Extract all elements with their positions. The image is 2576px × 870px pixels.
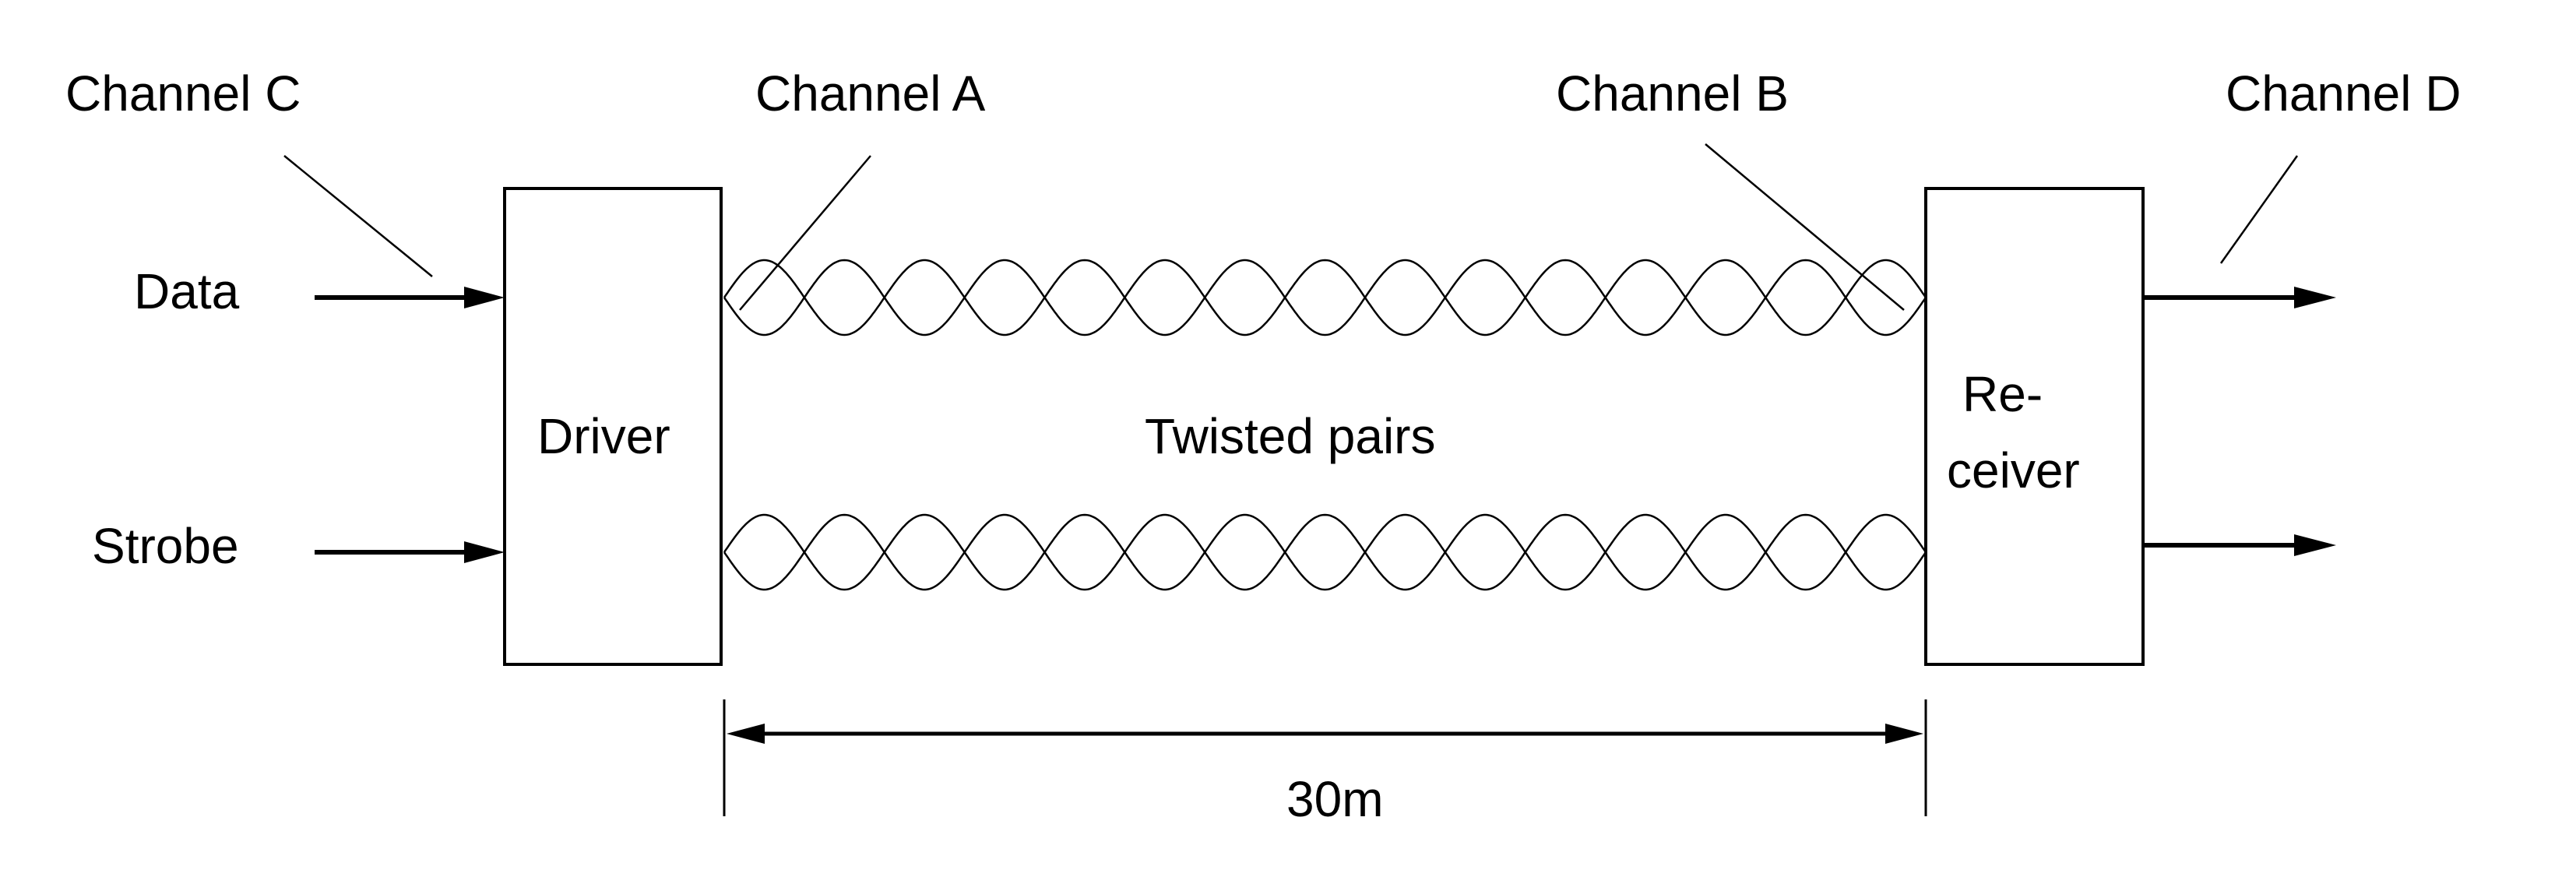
channel-a-pointer [739, 155, 871, 311]
channel-b-pointer [1705, 143, 1905, 311]
channel-d-pointer [2219, 155, 2299, 264]
twisted-pair-lower-strand-1 [723, 513, 1927, 591]
driver-label: Driver [537, 408, 670, 464]
twisted-pair-upper [723, 259, 1927, 336]
distance-label: 30m [1286, 771, 1384, 827]
data-output-arrowhead [2294, 287, 2336, 308]
receiver-label-line1: Re- [1962, 366, 2043, 422]
data-label: Data [134, 263, 240, 319]
twisted-pairs-label: Twisted pairs [1145, 408, 1435, 464]
channel-b-label: Channel B [1556, 65, 1789, 122]
twisted-pair-upper-strand-2 [723, 259, 1927, 336]
receiver-box [1924, 187, 2145, 666]
channel-a-label: Channel A [755, 65, 986, 122]
distance-left-arrowhead [727, 724, 765, 744]
data-input-arrowhead [464, 287, 505, 308]
strobe-label: Strobe [92, 518, 239, 574]
twisted-pair-lower-strand-2 [723, 513, 1927, 591]
receiver-label-line2: ceiver [1947, 442, 2080, 498]
strobe-input-arrowhead [464, 541, 505, 563]
channel-c-label: Channel C [65, 65, 301, 122]
twisted-pair-lower [723, 513, 1927, 591]
strobe-output-arrowhead [2294, 534, 2336, 556]
driver-box [503, 187, 723, 666]
distance-right-arrowhead [1885, 724, 1923, 744]
twisted-pair-upper-strand-1 [723, 259, 1927, 336]
channel-d-label: Channel D [2226, 65, 2461, 122]
channel-c-pointer [283, 155, 433, 277]
